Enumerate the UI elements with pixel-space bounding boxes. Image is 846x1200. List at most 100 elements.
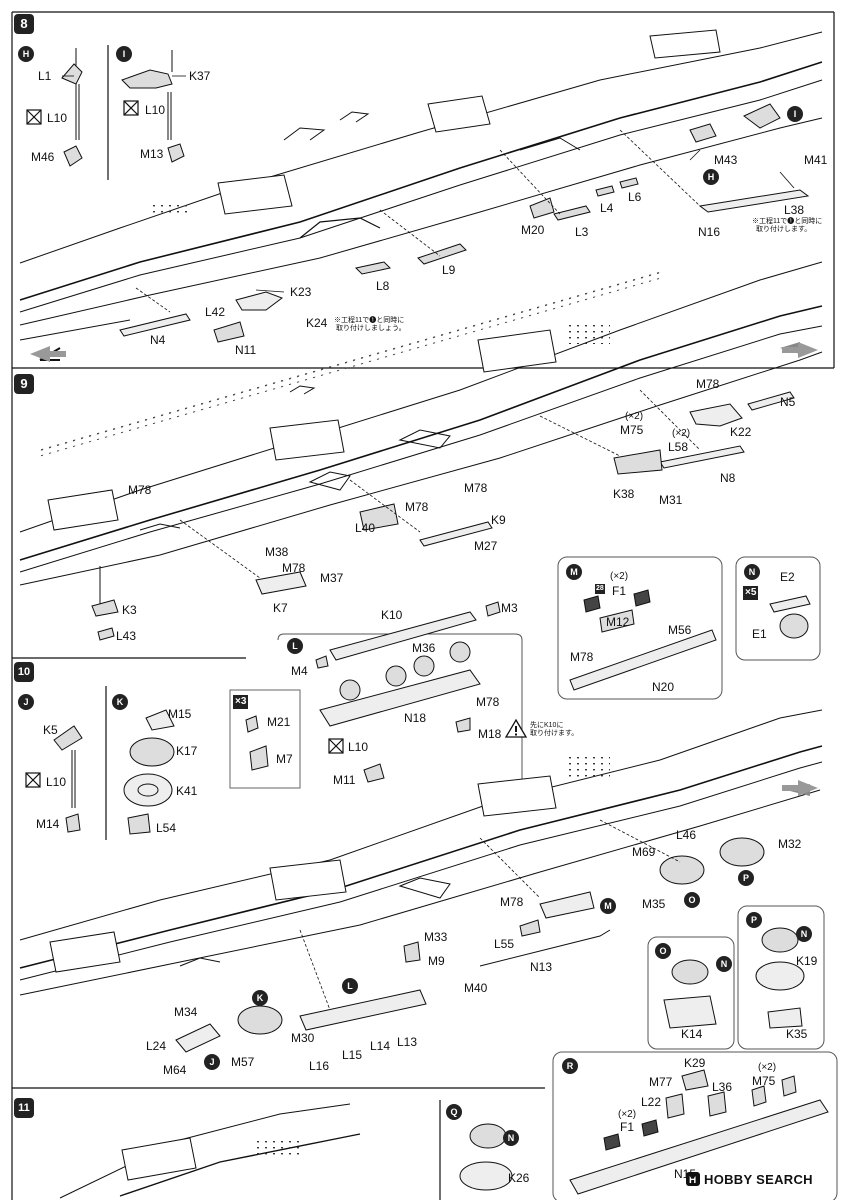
- part-label-l54: L54: [156, 821, 177, 835]
- step-badge-11: 11: [14, 1098, 34, 1118]
- hull-drawing-step10: [19, 709, 823, 996]
- part-label-l6: L6: [628, 190, 642, 204]
- subassembly-marker-o: O: [684, 892, 700, 908]
- note-k24-line1: ※工程11で❶と同時に: [334, 317, 405, 324]
- part-label-n16: N16: [698, 225, 721, 239]
- subassembly-marker-j: J: [204, 1054, 220, 1070]
- part-label-n4: N4: [150, 333, 166, 347]
- part-label-l36: L36: [712, 1080, 733, 1094]
- part-label-m35: M35: [642, 897, 666, 911]
- part-label-l55: L55: [494, 937, 515, 951]
- part-label-l13: L13: [397, 1035, 418, 1049]
- part-label-m3: M3: [501, 601, 518, 615]
- no-glue-icon: [25, 100, 344, 788]
- parts-step11: [459, 1069, 829, 1195]
- multiplier-badge: ×3: [233, 695, 249, 709]
- part-label-f1: F1: [612, 584, 627, 598]
- part-label-m36: M36: [412, 641, 436, 655]
- part-label-m37: M37: [320, 571, 344, 585]
- part-label-l58-qty: (×2): [672, 428, 691, 439]
- subassembly-marker-l: L: [342, 978, 358, 994]
- step-badge-9: 9: [14, 374, 34, 394]
- parts-h-i: [61, 48, 810, 343]
- part-label-m57: M57: [231, 1055, 255, 1069]
- part-label-m46: M46: [31, 150, 55, 164]
- part-label-n15: N15: [674, 1167, 697, 1181]
- note-l38-line2: 取り付けします。: [756, 226, 812, 233]
- part-label-l10: L10: [145, 103, 166, 117]
- part-label-k35: K35: [786, 1027, 808, 1041]
- part-label-e1: E1: [752, 627, 767, 641]
- subassembly-marker-q: Q: [446, 1104, 462, 1120]
- subassembly-marker-p: P: [746, 912, 762, 928]
- subassembly-m-n-drawing: [569, 589, 811, 691]
- subassembly-marker-i: I: [787, 106, 803, 122]
- part-label-n20: N20: [652, 680, 675, 694]
- part-tag-28: 28: [595, 584, 605, 594]
- part-label-k10: K10: [381, 608, 403, 622]
- part-label-m30: M30: [291, 1031, 315, 1045]
- part-label-k14: K14: [681, 1027, 703, 1041]
- part-label-l22: L22: [641, 1095, 662, 1109]
- part-label-m78: M78: [500, 895, 524, 909]
- part-label-n11: N11: [235, 343, 257, 357]
- note-k24-line2: 取り付けしましょう。: [336, 325, 406, 332]
- part-label-f1-qty: (×2): [610, 571, 629, 582]
- part-label-m75-qty: (×2): [758, 1062, 777, 1073]
- part-label-k29: K29: [684, 1056, 706, 1070]
- hull-drawing-step8: [19, 29, 823, 457]
- part-label-l15: L15: [342, 1048, 363, 1062]
- part-label-k22: K22: [730, 425, 752, 439]
- parts-step9: [91, 391, 795, 641]
- part-label-m75-qty: (×2): [625, 411, 644, 422]
- subassembly-l-drawing: [245, 601, 501, 783]
- part-label-m38: M38: [265, 545, 289, 559]
- subassembly-marker-k: K: [112, 694, 128, 710]
- part-label-m13: M13: [140, 147, 164, 161]
- part-label-n18: N18: [404, 711, 427, 725]
- part-label-k24: K24: [306, 316, 328, 330]
- hull-drawing-step11: [59, 1103, 361, 1199]
- part-label-m75: M75: [752, 1074, 776, 1088]
- part-label-k7: K7: [273, 601, 288, 615]
- part-label-l58: L58: [668, 440, 689, 454]
- part-label-n5: N5: [780, 395, 796, 409]
- part-label-k38: K38: [613, 487, 635, 501]
- part-label-k19: K19: [796, 954, 818, 968]
- note-m18-line1: 先にK10に: [530, 722, 564, 729]
- part-label-m31: M31: [659, 493, 683, 507]
- part-label-f1: F1: [620, 1120, 635, 1134]
- part-label-m14: M14: [36, 817, 60, 831]
- part-label-l38: L38: [784, 203, 805, 217]
- note-m18-line2: 取り付けます。: [530, 730, 579, 737]
- part-label-m78: M78: [696, 377, 720, 391]
- part-label-l10: L10: [46, 775, 67, 789]
- subassembly-j-k-drawing: [53, 709, 175, 835]
- part-label-l1: L1: [38, 69, 52, 83]
- part-label-k23: K23: [290, 285, 312, 299]
- part-label-m11: M11: [333, 773, 356, 787]
- part-label-m40: M40: [464, 981, 488, 995]
- part-label-m12: M12: [606, 615, 630, 629]
- part-label-m9: M9: [428, 954, 445, 968]
- parts-step10: [175, 837, 805, 1053]
- subassembly-marker-n: N: [503, 1130, 519, 1146]
- part-label-m33: M33: [424, 930, 448, 944]
- watermark-text: HOBBY SEARCH: [704, 1172, 813, 1187]
- subassembly-marker-j: J: [18, 694, 34, 710]
- subassembly-marker-n: N: [744, 564, 760, 580]
- part-label-m78: M78: [570, 650, 594, 664]
- note-k24: ※工程11で❶と同時に 取り付けしましょう。: [334, 317, 406, 333]
- subassembly-marker-h: H: [703, 169, 719, 185]
- subassembly-marker-n: N: [716, 956, 732, 972]
- note-m18: 先にK10に 取り付けます。: [530, 722, 578, 738]
- part-label-m78: M78: [282, 561, 306, 575]
- part-label-n8: N8: [720, 471, 736, 485]
- part-label-k26: K26: [508, 1171, 530, 1185]
- part-label-f1-qty: (×2): [618, 1109, 637, 1120]
- part-label-m34: M34: [174, 1005, 198, 1019]
- part-label-k5: K5: [43, 723, 58, 737]
- part-label-m32: M32: [778, 837, 802, 851]
